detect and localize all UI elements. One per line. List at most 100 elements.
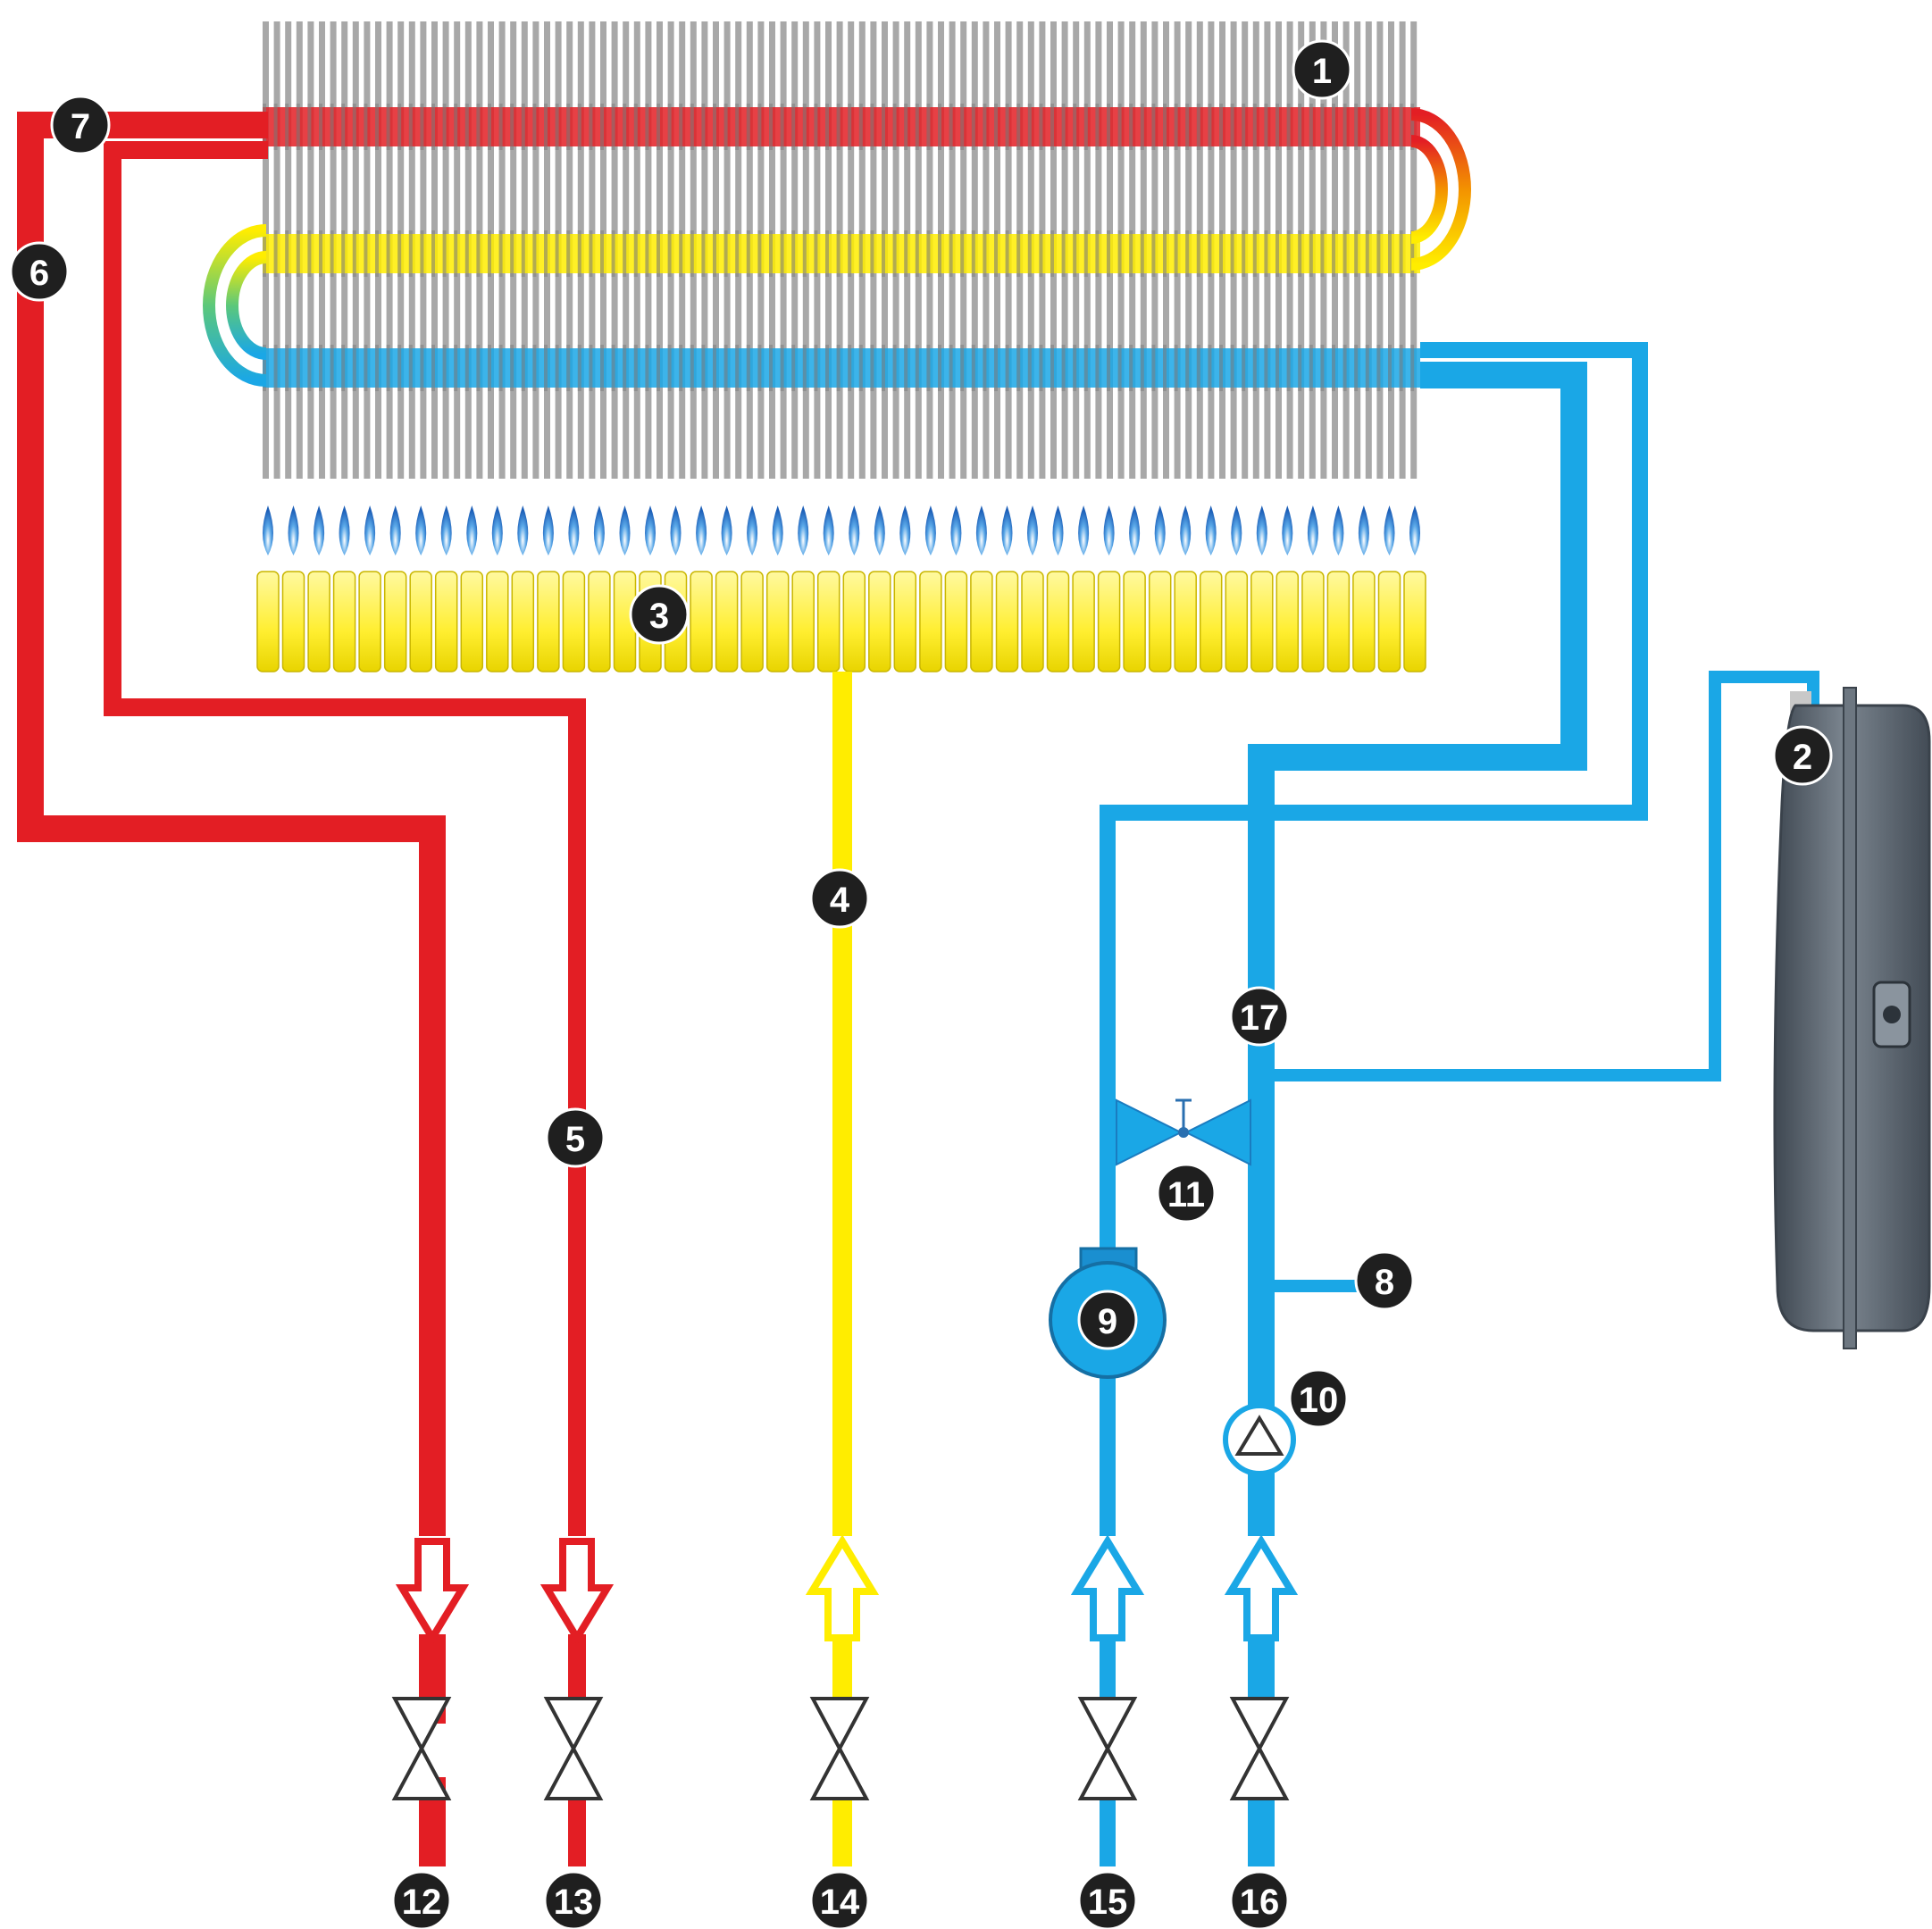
tube-fin-line	[633, 345, 638, 391]
tube-fin-line	[994, 345, 998, 391]
tube-fin-line	[1140, 230, 1144, 277]
tube-fin-line	[892, 345, 897, 391]
tube-fin-line	[780, 345, 784, 391]
tube-fin-line	[566, 104, 571, 150]
tube-fin-line	[285, 345, 289, 391]
callout-7-flow-pipe: 7	[50, 95, 111, 155]
tube-fin-line	[690, 230, 694, 277]
burner-ramp	[842, 571, 866, 672]
flame	[1154, 505, 1166, 555]
burner-ramp	[1326, 571, 1351, 672]
burner-ramp	[1377, 571, 1401, 672]
callout-3-text: 3	[649, 597, 669, 636]
tube-fin-line	[1095, 345, 1100, 391]
flame	[823, 505, 834, 555]
burner-ramp	[383, 571, 407, 672]
tube-fin-line	[971, 345, 975, 391]
tube-fin-line	[1151, 104, 1156, 150]
callout-11-text: 11	[1167, 1175, 1205, 1215]
flame	[924, 505, 936, 555]
shutoff-valve-icon	[1077, 1697, 1138, 1753]
tube-fin-line	[802, 230, 807, 277]
burner-ramp	[765, 571, 790, 672]
tube-fin-line	[352, 104, 356, 150]
flame	[696, 505, 707, 555]
flame	[721, 505, 732, 555]
burner-ramp	[995, 571, 1019, 672]
burner-ramp	[1250, 571, 1274, 672]
flame	[1358, 505, 1369, 555]
tube-fin-line	[1354, 104, 1359, 150]
tube-fin-line	[555, 230, 559, 277]
burner-ramp	[715, 571, 739, 672]
flame	[1001, 505, 1013, 555]
tube-fin-line	[983, 230, 987, 277]
tube-fin-line	[713, 230, 716, 277]
flame	[314, 505, 325, 555]
tube-fin-line	[915, 104, 919, 150]
tube-fin-line	[1242, 104, 1246, 150]
tube-fin-line	[1016, 345, 1021, 391]
tube-fin-line	[544, 104, 548, 150]
tube-fin-line	[814, 345, 818, 391]
flame	[1205, 505, 1217, 555]
tube-fin-line	[1286, 104, 1291, 150]
tube-fin-line	[319, 345, 322, 391]
tube-fin-line	[960, 345, 965, 391]
tube-fin-line	[836, 230, 841, 277]
tube-fin-line	[1129, 104, 1133, 150]
tube-fin-line	[858, 104, 863, 150]
callout-13-dhw-outlet: 13	[543, 1870, 604, 1929]
tube-fin-line	[566, 345, 571, 391]
tube-fin-line	[882, 345, 885, 391]
tube-fin-line	[1252, 345, 1257, 391]
heat-exchanger	[203, 21, 1471, 479]
tube-fin-line	[1117, 345, 1122, 391]
tube-fin-line	[600, 104, 604, 150]
tube-fin-line	[791, 104, 796, 150]
tube-fin-line	[611, 345, 615, 391]
tube-fin-line	[1388, 104, 1392, 150]
tube-fin-line	[319, 104, 322, 150]
tube-fin-line	[1083, 104, 1088, 150]
burner-ramp	[740, 571, 764, 672]
tube-fin-line	[836, 345, 841, 391]
flame	[1129, 505, 1141, 555]
tube-fin-line	[488, 230, 491, 277]
tube-fin-line	[285, 230, 289, 277]
burner-ramp	[944, 571, 968, 672]
flame	[1384, 505, 1395, 555]
tube-fin-line	[1140, 104, 1144, 150]
tube-fin-line	[600, 345, 604, 391]
tube-fin-line	[623, 104, 627, 150]
tube-fin-line	[848, 345, 852, 391]
tube-fin-line	[532, 104, 537, 150]
tube-fin-line	[1174, 230, 1178, 277]
burner-ramp	[1046, 571, 1070, 672]
tube-fin-line	[397, 230, 402, 277]
tube-fin-line	[1230, 104, 1234, 150]
tube-fin-line	[464, 104, 469, 150]
burner-ramp	[1301, 571, 1325, 672]
flame	[1307, 505, 1318, 555]
callout-4-gas-pipe: 4	[809, 868, 870, 929]
tube-fin-line	[1005, 230, 1009, 277]
tube-fin-line	[1073, 345, 1077, 391]
tube-fin-line	[510, 345, 514, 391]
tube-fin-line	[555, 345, 559, 391]
tube-fin-line	[1388, 345, 1392, 391]
flow-arrow-icon	[1070, 1534, 1145, 1641]
tube-fin-line	[633, 230, 638, 277]
tube-fin-line	[532, 345, 537, 391]
tube-fin-line	[926, 104, 931, 150]
flame	[389, 505, 401, 555]
tube-fin-line	[1196, 104, 1200, 150]
flame	[1078, 505, 1090, 555]
flow-arrows	[395, 1534, 1299, 1645]
tube-fin-line	[1083, 345, 1088, 391]
tube-fin-line	[1050, 345, 1054, 391]
tube-fin-line	[780, 230, 784, 277]
callout-1-text: 1	[1312, 52, 1332, 91]
shutoff-valve-icon	[543, 1697, 604, 1753]
tube-fin-line	[364, 345, 368, 391]
